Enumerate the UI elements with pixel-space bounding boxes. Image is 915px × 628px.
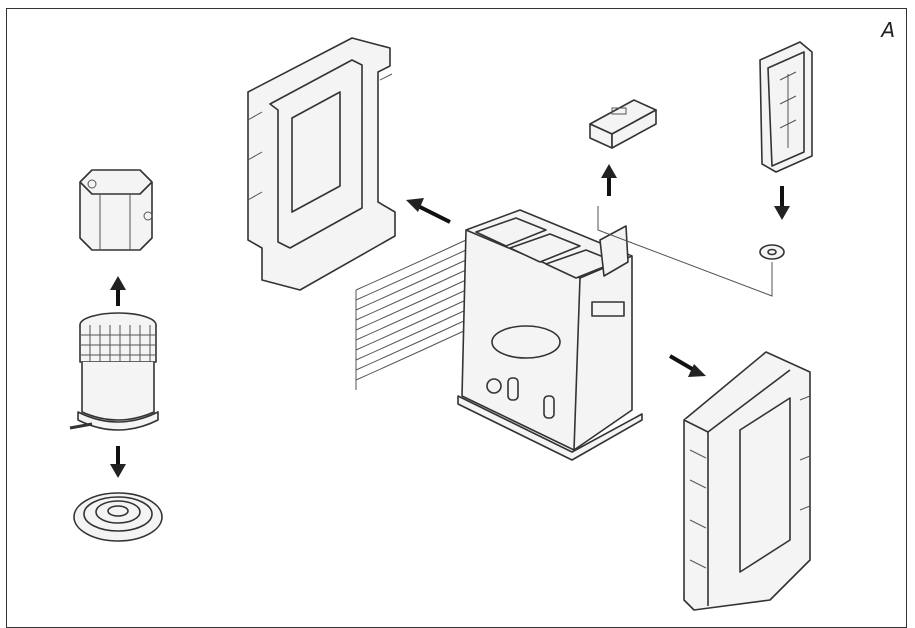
burner-base-plate [73, 492, 163, 542]
arrow-left-panel [406, 198, 451, 224]
arrow-down-burner [110, 446, 126, 478]
heater-body [457, 209, 643, 461]
figure-label: A [881, 18, 895, 42]
fuel-tank-cover [759, 41, 813, 173]
burner-assembly [69, 312, 159, 431]
arrow-right-panel [668, 354, 706, 377]
arrow-down-tank [774, 186, 790, 220]
front-grille [355, 239, 467, 390]
wick-top-cylinder [79, 169, 153, 251]
arrow-up-module [601, 164, 617, 196]
connector-lines [597, 206, 773, 297]
washer [759, 244, 785, 260]
right-side-panel [683, 351, 811, 611]
control-module [589, 99, 657, 149]
left-side-panel [247, 37, 396, 291]
arrow-up-cylinder [110, 276, 126, 306]
